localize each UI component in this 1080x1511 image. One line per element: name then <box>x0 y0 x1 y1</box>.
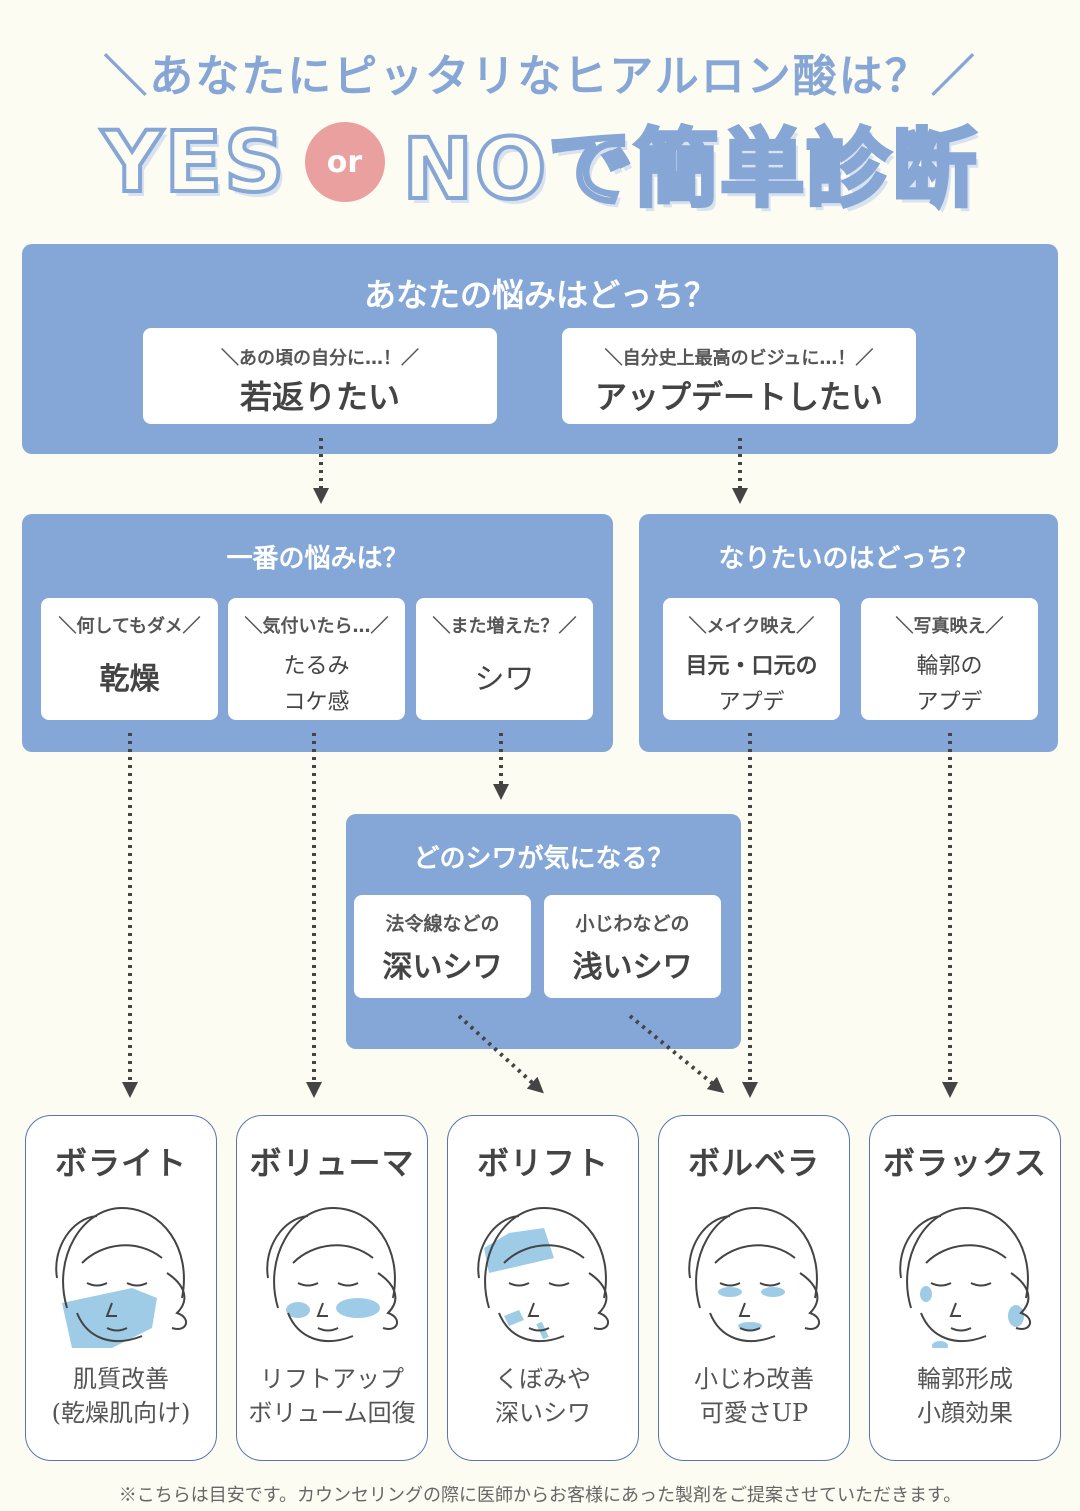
option-card-eyes-mouth[interactable]: ＼メイク映え／ 目元・口元の アプデ <box>663 598 840 720</box>
option-label-line2: コケ感 <box>283 690 350 715</box>
option-label: シワ <box>474 662 535 697</box>
result-card-volift[interactable]: ボリフト くぼみや 深いシワ <box>447 1115 639 1461</box>
option-card-rejuvenate[interactable]: ＼あの頃の自分に…！／ 若返りたい <box>143 328 497 424</box>
option-label-line2: アプデ <box>718 690 785 715</box>
result-name: ボリューマ <box>249 1144 415 1182</box>
result-desc-line1: リフトアップ <box>260 1365 404 1393</box>
result-name: ボライト <box>54 1144 187 1182</box>
title-no-diagnosis: NOで簡単診断 <box>401 118 979 220</box>
option-card-fine-wrinkles[interactable]: 小じわなどの 浅いシワ <box>544 895 721 998</box>
option-label-line2: アプデ <box>916 690 983 715</box>
page-title: YES or NOで簡単診断 <box>0 111 1080 220</box>
title-yes: YES <box>100 111 287 213</box>
result-name: ボルベラ <box>687 1144 820 1182</box>
option-label-line1: 輪郭の <box>916 654 983 679</box>
result-description: くぼみや 深いシワ <box>448 1362 638 1430</box>
question-title: なりたいのはどっち？ <box>718 544 979 574</box>
face-illustration-icon <box>55 1206 187 1348</box>
option-tag: ＼何してもダメ／ <box>58 616 201 637</box>
face-illustration-icon <box>899 1206 1031 1348</box>
result-card-volumer[interactable]: ボリューマ リフトアップ ボリューム回復 <box>236 1115 428 1461</box>
result-desc-line1: 輪郭形成 <box>917 1365 1013 1393</box>
question-panel-goal: なりたいのはどっち？ ＼メイク映え／ 目元・口元の アプデ ＼写真映え／ 輪郭の… <box>639 514 1058 752</box>
question-panel-concern: あなたの悩みはどっち？ ＼あの頃の自分に…！／ 若返りたい ＼自分史上最高のビジ… <box>22 244 1058 454</box>
question-title: どのシワが気になる？ <box>413 844 674 874</box>
result-desc-line2: (乾燥肌向け) <box>51 1399 191 1427</box>
result-description: 輪郭形成 小顔効果 <box>870 1362 1060 1430</box>
result-card-bolite[interactable]: ボライト 肌質改善 (乾燥肌向け) <box>25 1115 217 1461</box>
result-description: 肌質改善 (乾燥肌向け) <box>26 1362 216 1430</box>
question-title: 一番の悩みは？ <box>226 544 409 574</box>
result-desc-line1: 肌質改善 <box>73 1365 169 1393</box>
question-title: あなたの悩みはどっち？ <box>363 276 716 314</box>
option-tag: ＼あの頃の自分に…！／ <box>221 348 419 369</box>
option-tag: ＼写真映え／ <box>895 616 1004 637</box>
result-card-volbella[interactable]: ボルベラ 小じわ改善 可愛さUP <box>658 1115 850 1461</box>
option-card-contour[interactable]: ＼写真映え／ 輪郭の アプデ <box>861 598 1038 720</box>
option-card-update[interactable]: ＼自分史上最高のビジュに…！／ アップデートしたい <box>562 328 916 424</box>
option-label: 深いシワ <box>382 950 503 985</box>
or-badge: or <box>304 122 385 202</box>
footnote: ※こちらは目安です。カウンセリングの際に医師からお客様にあった製剤をご提案させて… <box>118 1485 962 1506</box>
result-description: リフトアップ ボリューム回復 <box>237 1362 427 1430</box>
option-label: 若返りたい <box>239 378 400 416</box>
result-desc-line2: 小顔効果 <box>917 1399 1013 1427</box>
result-name: ボラックス <box>882 1144 1048 1182</box>
result-desc-line2: ボリューム回復 <box>248 1399 416 1427</box>
option-card-deep-wrinkles[interactable]: 法令線などの 深いシワ <box>354 895 531 998</box>
option-tag: ＼また増えた？／ <box>432 616 577 637</box>
result-desc-line1: くぼみや <box>495 1365 591 1393</box>
question-panel-main-concern: 一番の悩みは？ ＼何してもダメ／ 乾燥 ＼気付いたら…／ たるみ コケ感 ＼また… <box>22 514 613 752</box>
face-illustration-icon <box>266 1206 398 1343</box>
option-label: 浅いシワ <box>572 950 693 985</box>
option-tag: ＼メイク映え／ <box>688 616 815 637</box>
option-tag: 小じわなどの <box>575 913 690 935</box>
result-name: ボリフト <box>476 1144 609 1182</box>
option-card-sagging[interactable]: ＼気付いたら…／ たるみ コケ感 <box>228 598 405 720</box>
option-tag: ＼自分史上最高のビジュに…！／ <box>604 348 874 369</box>
option-card-dryness[interactable]: ＼何してもダメ／ 乾燥 <box>41 598 218 720</box>
question-panel-wrinkle-type: どのシワが気になる？ 法令線などの 深いシワ 小じわなどの 浅いシワ <box>346 814 741 1049</box>
result-desc-line2: 可愛さUP <box>699 1399 809 1427</box>
option-tag: ＼気付いたら…／ <box>244 616 389 637</box>
face-illustration-icon <box>688 1206 820 1343</box>
face-illustration-icon <box>477 1206 609 1343</box>
option-label-line1: たるみ <box>283 654 350 679</box>
result-description: 小じわ改善 可愛さUP <box>659 1362 849 1430</box>
option-label: アップデートしたい <box>594 378 883 416</box>
result-desc-line2: 深いシワ <box>495 1399 591 1427</box>
page-subtitle: ＼あなたにピッタリなヒアルロン酸は？／ <box>103 51 977 102</box>
option-card-wrinkles[interactable]: ＼また増えた？／ シワ <box>416 598 593 720</box>
option-label-line1: 目元・口元の <box>685 654 818 679</box>
option-label: 乾燥 <box>99 662 160 697</box>
result-desc-line1: 小じわ改善 <box>694 1365 814 1393</box>
option-tag: 法令線などの <box>385 913 500 935</box>
result-card-volux[interactable]: ボラックス 輪郭形成 小顔効果 <box>869 1115 1061 1461</box>
